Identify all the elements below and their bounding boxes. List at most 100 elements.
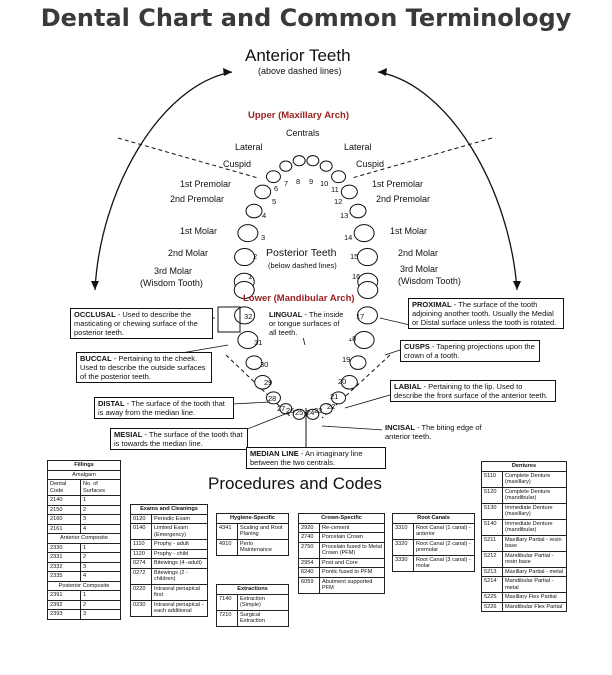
code-cell: 5120 — [481, 486, 503, 504]
term-mesial: MESIAL - The surface of the tooth that i… — [110, 428, 248, 450]
code-cell: 6240 — [298, 567, 320, 578]
tooth-number: 21 — [330, 392, 339, 401]
tooth-number: 7 — [284, 179, 289, 188]
code-cell: 2392 — [47, 599, 81, 610]
code-cell: 5211 — [481, 534, 503, 552]
value-cell: 3 — [79, 514, 122, 525]
code-cell: 0230 — [130, 599, 152, 617]
description-cell: Abutment supported PFM — [319, 576, 385, 594]
tooth — [349, 203, 367, 219]
dental-diagram — [91, 68, 521, 455]
code-cell: 5110 — [481, 470, 503, 488]
tooth-number: 11 — [331, 185, 339, 194]
arc-right — [377, 71, 518, 291]
procedures-title: Procedures and Codes — [208, 474, 382, 493]
label-1st-premolar-left: 1st Premolar — [180, 179, 232, 189]
tooth-number: 8 — [296, 177, 301, 186]
term-cusps: CUSPS - Tapering projections upon the cr… — [400, 340, 540, 362]
code-cell: 2150 — [47, 504, 81, 515]
code-cell: 2954 — [298, 557, 320, 568]
code-cell: 0274 — [130, 558, 152, 569]
lower-arch-label: Lower (Mandibular Arch) — [243, 293, 355, 304]
label-cuspid-left: Cuspid — [223, 159, 252, 169]
anterior-heading: Anterior Teeth — [245, 46, 351, 65]
term-occlusal: OCCLUSAL - Used to describe the masticat… — [70, 308, 213, 339]
tooth-number: 14 — [344, 233, 353, 242]
description-cell: Complete Denture (maxillary) — [502, 470, 567, 488]
code-cell: 1110 — [130, 539, 152, 550]
value-cell: 3 — [79, 609, 122, 620]
value-cell: 4 — [79, 523, 122, 534]
code-cell: 0140 — [130, 523, 152, 540]
label-2nd-molar-right: 2nd Molar — [398, 248, 439, 258]
code-cell: 5130 — [481, 502, 503, 520]
code-cell: 4910 — [216, 538, 238, 556]
tooth — [357, 280, 379, 299]
description-cell: Extraction (Simple) — [237, 593, 289, 611]
tooth — [340, 184, 358, 200]
value-cell: 1 — [79, 495, 122, 506]
label-centrals: Centrals — [286, 128, 320, 138]
tooth — [254, 184, 272, 200]
description-cell: Periodic Exam — [151, 513, 208, 524]
code-cell: 5225 — [481, 592, 503, 603]
description-cell: Root Canal (1 canal) - anterior — [413, 522, 475, 540]
label-1st-molar-left: 1st Molar — [180, 226, 218, 236]
tooth-number: 1 — [248, 272, 253, 281]
code-cell: 5226 — [481, 601, 503, 612]
upper-arch-label: Upper (Maxillary Arch) — [248, 110, 350, 121]
description-cell: Complete Denture (mandibular) — [502, 486, 567, 504]
code-cell: 4341 — [216, 522, 238, 540]
tooth — [319, 403, 333, 415]
description-cell: Bitewings (2 - children) — [151, 567, 208, 585]
tooth-number: 17 — [356, 312, 365, 321]
label-2nd-premolar-left: 2nd Premolar — [170, 194, 225, 204]
value-cell: 4 — [79, 571, 122, 582]
code-cell: 7210 — [216, 609, 238, 627]
label-wisdom-left: (Wisdom Tooth) — [140, 278, 203, 288]
description-cell: Surgical Extraction — [237, 609, 289, 627]
description-cell: Intraoral periapical - each additional — [151, 599, 208, 617]
value-cell: 1 — [79, 542, 122, 553]
code-cell: 2161 — [47, 523, 81, 534]
code-cell: 2331 — [47, 552, 81, 563]
description-cell: Bitewings (4 -adult) — [151, 558, 208, 569]
description-cell: Mandibular Partial - resin base — [502, 550, 567, 568]
value-cell: 2 — [79, 599, 122, 610]
tooth-number: 28 — [268, 394, 277, 403]
amalgam-header: Amalgam — [47, 469, 121, 480]
tooth — [306, 408, 320, 420]
code-cell: 2160 — [47, 514, 81, 525]
description-cell: Maxillary Partial - metal — [502, 566, 567, 577]
tooth-number: 6 — [274, 184, 279, 193]
tooth — [254, 374, 272, 390]
description-cell: Root Canal (3 canal) - molar — [413, 554, 475, 572]
tooth-number: 20 — [338, 377, 347, 386]
description-cell: Immediate Denture (maxillary) — [502, 502, 567, 520]
label-2nd-premolar-right: 2nd Premolar — [376, 194, 431, 204]
fillings-title: Fillings — [47, 460, 121, 471]
tooth-number: 10 — [320, 179, 329, 188]
term-proximal: PROXIMAL - The surface of the tooth adjo… — [408, 298, 564, 329]
tooth-number: 13 — [340, 211, 349, 220]
term-buccal: BUCCAL - Pertaining to the cheek. Used t… — [76, 352, 212, 383]
tooth — [292, 155, 306, 167]
code-cell: 6059 — [298, 576, 320, 594]
